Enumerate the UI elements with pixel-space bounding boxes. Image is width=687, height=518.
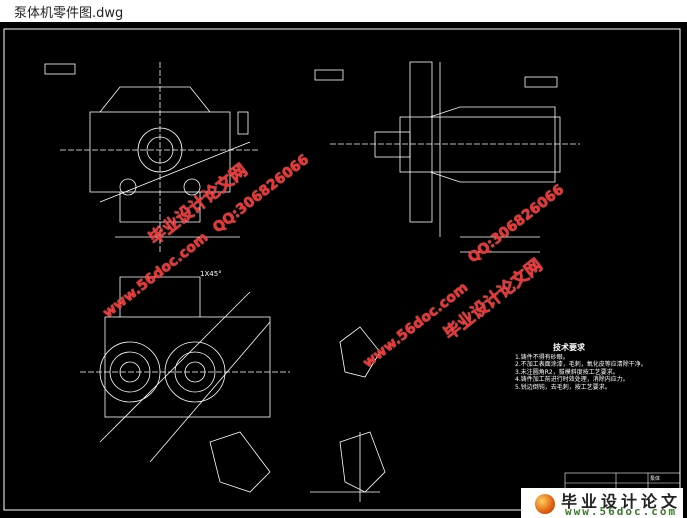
title-bar: 泵体机零件图.dwg [0, 0, 687, 22]
drawing-canvas[interactable]: 技术要求 1.铸件不得有砂眼。 2.不加工表面涂漆，毛刺，氧化皮等应清除干净。 … [0, 22, 687, 518]
chamfer-annotation: 1X45° [200, 270, 222, 278]
technical-requirements: 技术要求 1.铸件不得有砂眼。 2.不加工表面涂漆，毛刺，氧化皮等应清除干净。 … [515, 344, 647, 391]
requirement-item: 2.不加工表面涂漆，毛刺，氧化皮等应清除干净。 [515, 361, 647, 368]
title-block-part-name: 泵体 [650, 476, 661, 482]
view-front [44, 62, 260, 252]
requirement-item: 4.铸件加工前进行时效处理，消除内应力。 [515, 376, 629, 383]
view-side [314, 61, 580, 253]
requirement-item: 3.未注圆角R2，拔模斜度按工艺要求。 [515, 368, 619, 376]
window-title: 泵体机零件图.dwg [14, 6, 124, 21]
drawing-frame [3, 28, 681, 511]
detail-views [310, 326, 386, 502]
logo-url: www.56doc.com [565, 505, 678, 518]
logo-emblem-icon [535, 494, 555, 514]
view-top [80, 276, 290, 493]
logo-name: 毕业设计论文网 [561, 492, 682, 518]
cad-drawing [3, 28, 681, 511]
requirement-item: 1.铸件不得有砂眼。 [515, 353, 569, 361]
site-logo: 毕业设计论文网 www.56doc.com [521, 488, 683, 518]
technical-requirements-heading: 技术要求 [553, 343, 585, 352]
requirement-item: 5.锐边倒钝，去毛刺，按工艺要求。 [515, 383, 611, 391]
